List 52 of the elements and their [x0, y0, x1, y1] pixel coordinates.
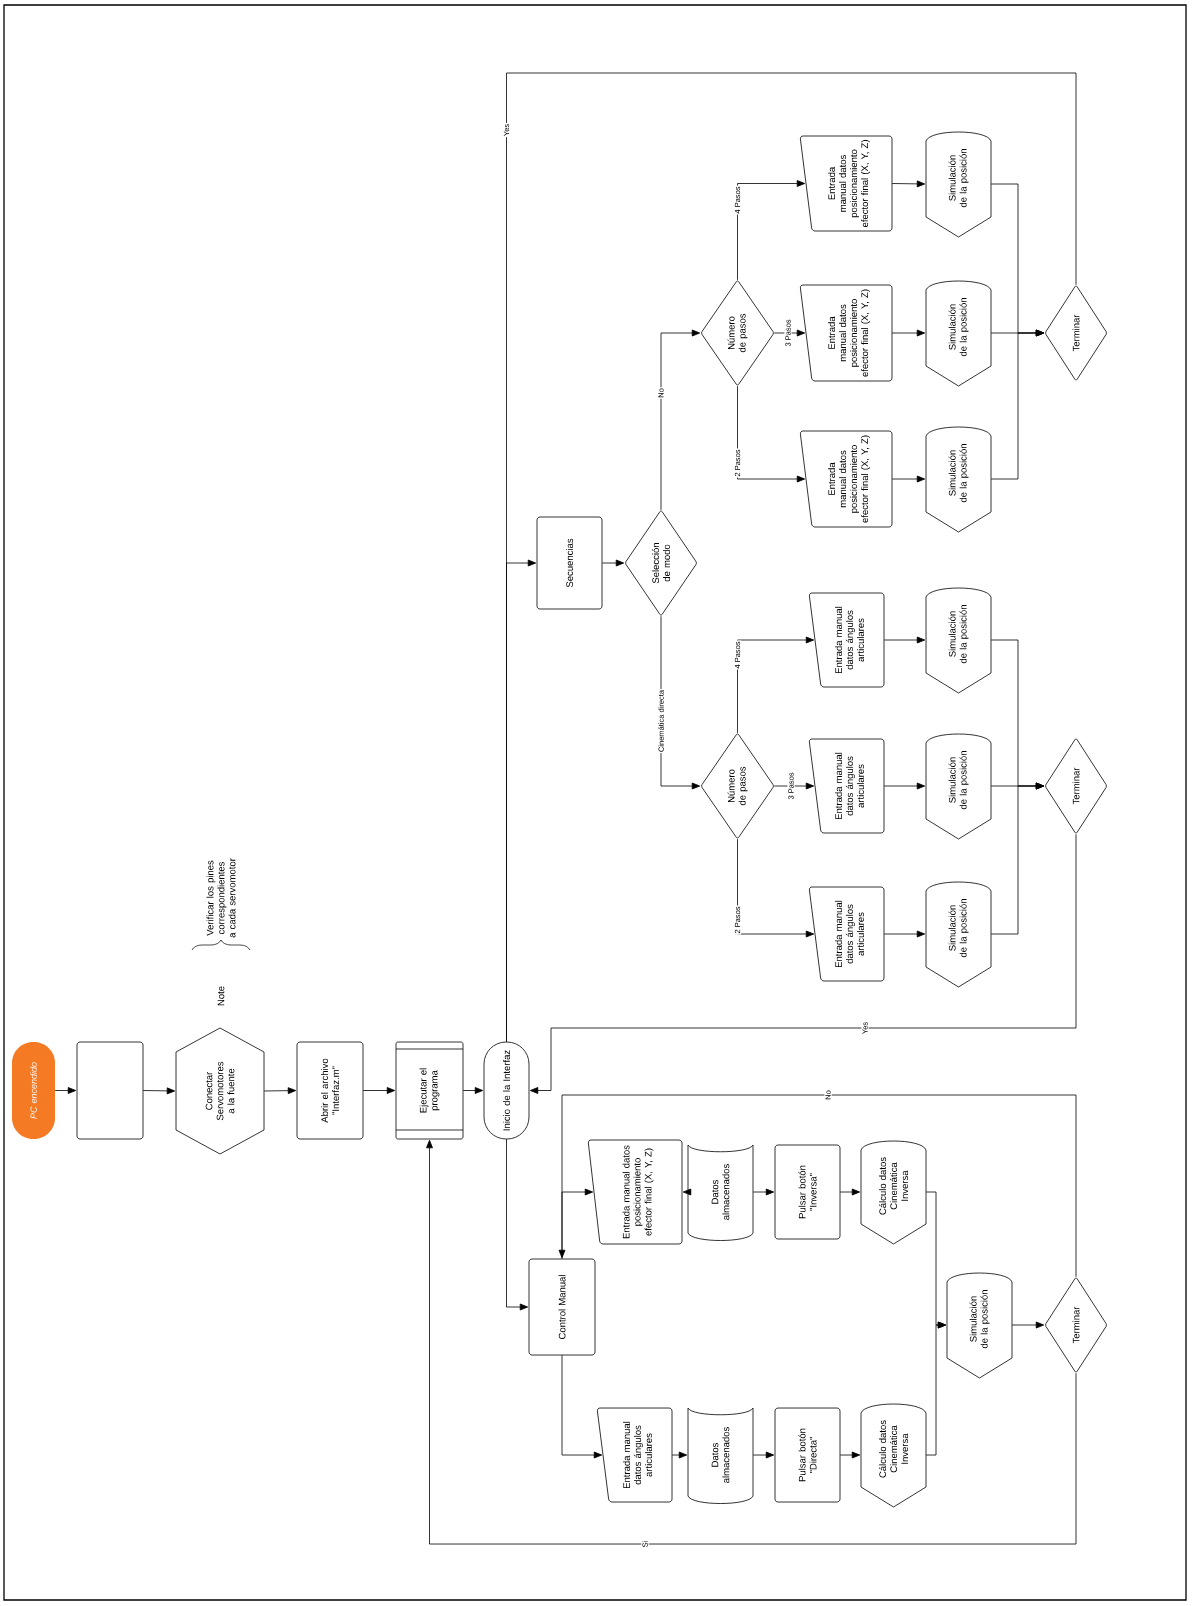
arrow	[883, 636, 926, 644]
arrow	[839, 1451, 861, 1459]
subprocess-box: Ejecutar el programa	[395, 1041, 464, 1140]
arrow	[1011, 1321, 1045, 1329]
arrow	[891, 180, 926, 188]
process-box: Abrir el archivo "Interfaz.m"	[296, 1041, 364, 1140]
arrow	[601, 559, 625, 567]
arrow	[773, 782, 815, 790]
arrow	[506, 1138, 529, 1311]
process-box: Secuencias	[536, 516, 603, 610]
storage-cylinder: Datos almacenados	[687, 1407, 754, 1504]
arrow	[426, 1139, 1077, 1545]
manual-input-box: Entrada manual datos ángulos articulares	[808, 738, 885, 834]
manual-input-box: Entrada manual datos ángulos articulares	[596, 1407, 673, 1503]
arrow	[561, 1354, 603, 1459]
manual-input-box: Entrada manual datos ángulos articulares	[808, 592, 885, 688]
arrow	[839, 1188, 861, 1196]
note-text: Verificar los pines correspondientes a cada servomotor	[206, 858, 236, 938]
arrow	[558, 1094, 1077, 1278]
arrow	[462, 1087, 484, 1094]
arrow	[660, 329, 701, 511]
arrow	[263, 1087, 297, 1095]
arrow	[682, 1188, 692, 1196]
manual-input-box: Entrada manual datos posicionamiento efector final (X, Y, Z)	[587, 1139, 683, 1245]
arrow	[990, 329, 1045, 480]
manual-input-box: Entrada manual datos ángulos articulares	[808, 886, 885, 982]
process-box: Pulsar botón "Inversa"	[774, 1144, 841, 1240]
manual-input-box: Entrada manual datos posicionamiento efector final (X, Y, Z)	[799, 135, 893, 232]
arrow	[891, 329, 926, 337]
arrow	[773, 329, 806, 337]
storage-cylinder: Datos almacenados	[687, 1144, 754, 1241]
arrow	[529, 833, 1077, 1094]
arrow	[990, 782, 1045, 935]
arrow	[737, 180, 806, 281]
arrow	[671, 1451, 688, 1459]
manual-input-box: Entrada manual datos posicionamiento efector final (X, Y, Z)	[799, 284, 893, 382]
arrow	[925, 1321, 947, 1456]
arrow	[561, 1188, 594, 1260]
arrow	[752, 1451, 775, 1459]
arrow	[362, 1087, 396, 1094]
process-box: Control Manual	[528, 1258, 596, 1356]
arrow	[883, 930, 926, 938]
manual-input-box: Entrada manual datos posicionamiento efector final (X, Y, Z)	[799, 430, 893, 528]
arrow	[883, 782, 926, 790]
arrow	[142, 1087, 176, 1095]
arrow	[891, 475, 926, 483]
process-box: Pulsar botón "Directa"	[774, 1407, 841, 1503]
arrow	[752, 1188, 775, 1196]
note-label: Note	[217, 986, 225, 1006]
arrow	[54, 1087, 77, 1094]
process-box	[76, 1041, 144, 1140]
preparation-hexagon: Conectar Servomotores a la fuente	[175, 1027, 265, 1155]
